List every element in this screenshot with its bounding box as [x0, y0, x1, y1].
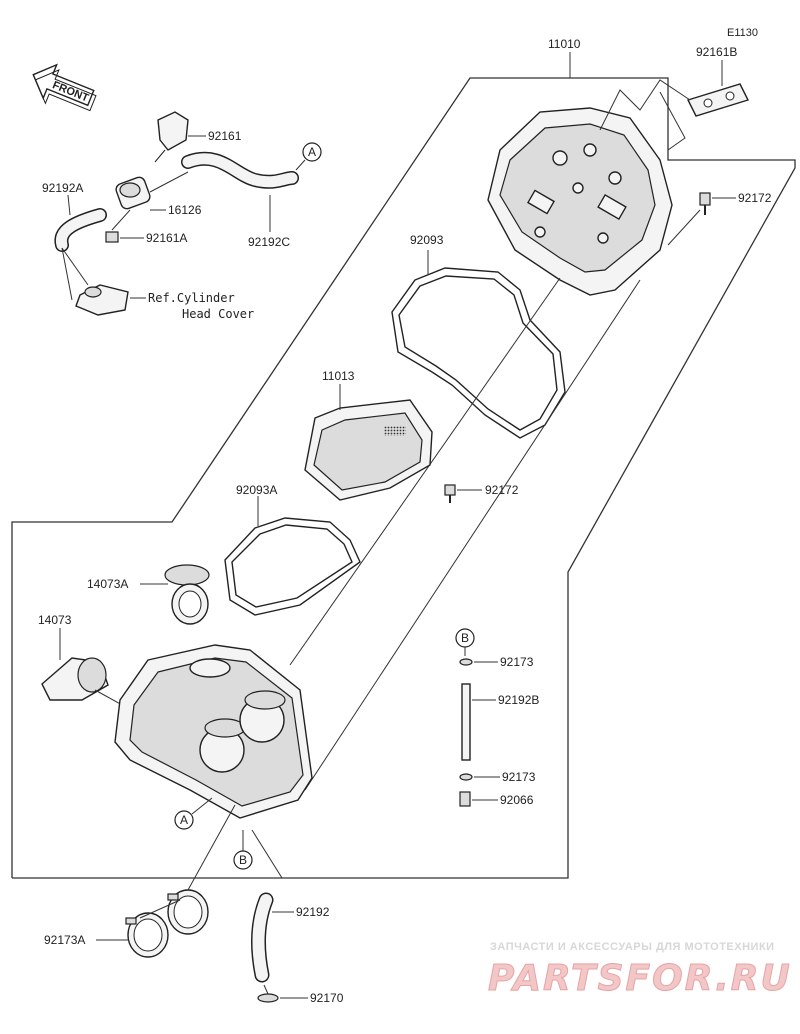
air-filter-element-11013 — [304, 399, 433, 501]
label-11013: 11013 — [322, 369, 355, 383]
air-cleaner-case-upper — [487, 107, 673, 296]
label-92161a: 92161A — [146, 231, 187, 245]
svg-text:A: A — [308, 145, 316, 159]
watermark-tagline: ЗАПЧАСТИ И АКСЕССУАРЫ ДЛЯ МОТОТЕХНИКИ — [490, 941, 775, 953]
label-92170: 92170 — [310, 991, 344, 1005]
assembly-frame — [11, 77, 796, 879]
valve-16126 — [115, 176, 151, 210]
plate-dash — [599, 79, 691, 131]
label-92161b: 92161B — [696, 45, 737, 59]
diagram-code: E1130 — [727, 27, 758, 39]
duct-14073a — [164, 564, 210, 625]
clamp-92170 — [257, 993, 279, 1003]
gasket-92093a — [224, 517, 361, 616]
label-92173a: 92173A — [44, 933, 85, 947]
label-92173-bottom: 92173 — [502, 770, 536, 784]
ref-cylinder-head-cover — [75, 284, 129, 316]
duct-14073 — [41, 657, 109, 701]
callout-a-top: A — [302, 142, 322, 162]
bolt-92172-upper — [699, 192, 711, 215]
label-92172-mid: 92172 — [485, 483, 519, 497]
clamp-92173-top — [459, 658, 473, 666]
pad-92161 — [154, 111, 189, 163]
callout-b-right: B — [455, 628, 475, 648]
label-11010: 11010 — [548, 37, 581, 51]
label-16126: 16126 — [168, 203, 202, 217]
label-14073: 14073 — [38, 613, 72, 627]
label-92093a: 92093A — [236, 483, 277, 497]
cap-92066 — [459, 791, 471, 807]
bolt-92172-mid — [444, 484, 456, 503]
ref-label-line2: Head Cover — [182, 307, 254, 321]
label-92066: 92066 — [500, 793, 534, 807]
air-cleaner-case-lower — [114, 644, 313, 819]
label-92192: 92192 — [296, 905, 330, 919]
label-92172-upper: 92172 — [738, 191, 772, 205]
svg-text:B: B — [239, 853, 247, 867]
label-92192b: 92192B — [498, 693, 539, 707]
hose-92192b — [461, 683, 471, 761]
callout-b-bottom: B — [233, 850, 253, 870]
clamps-92173a — [125, 889, 209, 958]
callout-a-bottom: A — [174, 810, 194, 830]
label-92173-top: 92173 — [500, 655, 534, 669]
label-92093: 92093 — [410, 233, 444, 247]
label-92192c: 92192C — [248, 235, 290, 249]
pad-92161a — [105, 231, 119, 243]
ref-label-line1: Ref.Cylinder — [148, 291, 235, 305]
svg-text:B: B — [461, 631, 469, 645]
plate-92161b — [687, 83, 749, 117]
clamp-92173-bottom — [459, 773, 473, 781]
watermark-logo: PARTSFOR.RU — [488, 958, 792, 999]
label-92192a: 92192A — [42, 181, 83, 195]
label-92161: 92161 — [208, 129, 242, 143]
svg-text:A: A — [180, 813, 188, 827]
label-14073a: 14073A — [87, 577, 128, 591]
front-arrow: FRONT — [32, 63, 97, 112]
